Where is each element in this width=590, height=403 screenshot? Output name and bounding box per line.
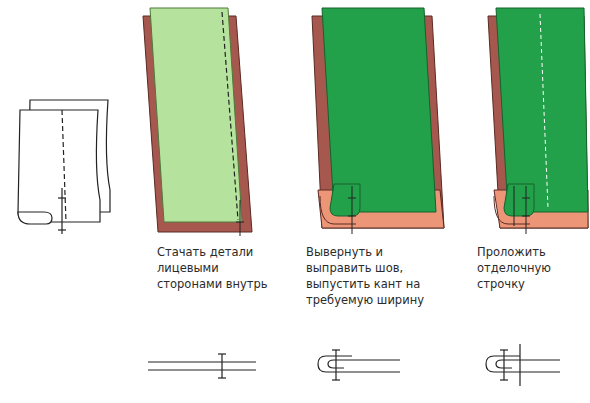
drawing-stroke [240,200,241,236]
drawing-stroke [335,350,336,380]
drawing-stroke [348,216,356,217]
drawing-stroke [330,184,360,216]
drawing-stroke [18,212,52,224]
step-caption: Проложить отделочную строчку [477,244,581,292]
drawing-stroke [322,8,436,212]
drawing-stroke [352,186,353,234]
step2-fabric [312,8,444,234]
drawing-stroke [61,188,62,234]
drawing-stroke [540,14,548,208]
drawing-stroke [514,186,515,226]
drawing-stroke [328,360,400,368]
drawing-stroke [218,377,226,378]
drawing-stroke [522,198,530,199]
drawing-stroke [504,184,534,216]
outline-sketch [18,100,110,234]
drawing-stroke [332,379,340,380]
drawing-stroke [486,356,560,372]
drawing-stroke [503,350,504,380]
drawing-stroke [500,379,508,380]
drawing-stroke [519,344,520,386]
drawing-stroke [218,353,226,354]
drawing-stroke [221,354,222,378]
step3-fabric [488,8,588,234]
drawing-stroke [148,369,256,370]
drawing-stroke [494,196,530,224]
drawing-stroke [500,349,508,350]
seam-sections [148,344,560,386]
step-caption: Вывернуть и выправить шов, выпустить кан… [306,244,434,308]
drawing-stroke [58,197,66,198]
drawing-stroke [348,198,356,199]
drawing-stroke [332,349,340,350]
drawing-stroke [526,186,527,234]
drawing-stroke [320,196,356,224]
drawing-stroke [148,361,256,362]
drawing-stroke [496,360,560,368]
step1-fabric [143,8,252,236]
step-caption: Стачать детали лицевыми сторонами внутрь [157,244,269,292]
drawing-stroke [236,222,244,223]
drawing-stroke [150,8,242,222]
drawing-stroke [58,229,66,230]
drawing-stroke [318,356,400,372]
drawing-stroke [496,8,588,212]
drawing-stroke [222,12,238,220]
drawing-stroke [522,216,530,217]
drawing-stroke [18,110,100,222]
